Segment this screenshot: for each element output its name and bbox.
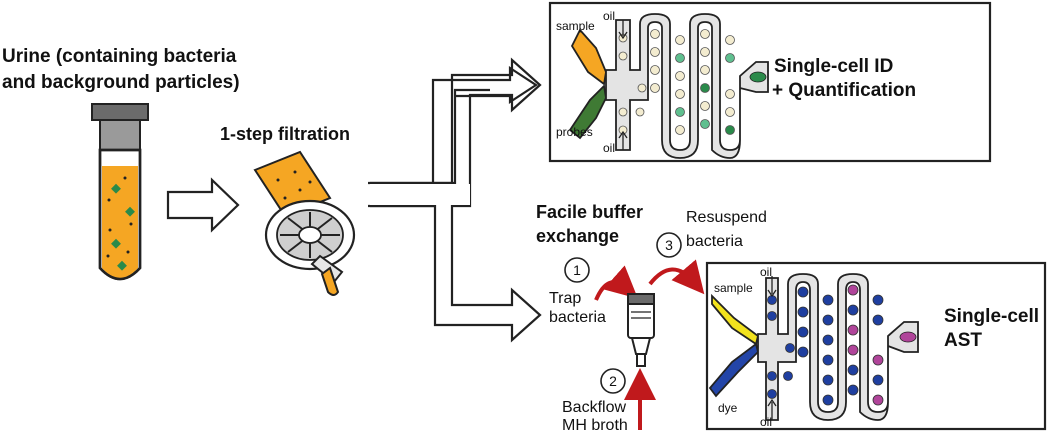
step2-number: 2 <box>609 373 617 389</box>
filter-cartridge-icon <box>627 293 655 367</box>
step3-badge: 3 <box>656 232 682 258</box>
urine-label-line1: Urine (containing bacteria <box>2 46 237 67</box>
buffer-exchange-title-line2: exchange <box>536 226 619 246</box>
bottom-oil-bottom-label: oil <box>760 415 772 429</box>
red-arrow-resuspend <box>648 259 705 295</box>
hollow-arrow-top <box>368 57 542 208</box>
hollow-arrow-to-filter <box>166 177 240 233</box>
step3-number: 3 <box>665 237 673 253</box>
bottom-result-line1: Single-cell <box>944 306 1039 327</box>
bottom-result-line2: AST <box>944 330 982 351</box>
step1-line1: Trap <box>549 290 581 307</box>
top-result-line1: Single-cell ID <box>774 56 893 77</box>
bottom-dye-label: dye <box>718 401 738 415</box>
top-sample-label: sample <box>556 19 595 33</box>
step1-badge: 1 <box>564 257 590 283</box>
top-microfluidic-chip <box>568 13 769 159</box>
buffer-exchange-title-line1: Facile buffer <box>536 202 643 222</box>
step3-line2: bacteria <box>686 233 743 250</box>
hollow-arrow-bottom <box>433 195 542 343</box>
top-oil-top-label: oil <box>603 9 615 23</box>
urine-label-line2: and background particles) <box>2 72 240 93</box>
step2-badge: 2 <box>600 368 626 394</box>
step2-line2: MH broth <box>562 417 628 433</box>
step1-line2: bacteria <box>549 309 606 326</box>
step1-number: 1 <box>573 262 581 278</box>
urine-tube-icon <box>91 103 149 281</box>
filtration-label: 1-step filtration <box>220 124 350 144</box>
step3-line1: Resuspend <box>686 209 767 226</box>
top-probes-label: probes <box>556 125 593 139</box>
bottom-sample-label: sample <box>714 281 753 295</box>
bottom-microfluidic-chip <box>708 273 919 421</box>
step2-line1: Backflow <box>562 399 626 416</box>
top-oil-bottom-label: oil <box>603 141 615 155</box>
bottom-oil-top-label: oil <box>760 265 772 279</box>
red-arrow-trap <box>594 265 638 301</box>
top-result-line2: + Quantification <box>772 80 916 101</box>
syringe-filter-icon <box>253 150 356 296</box>
